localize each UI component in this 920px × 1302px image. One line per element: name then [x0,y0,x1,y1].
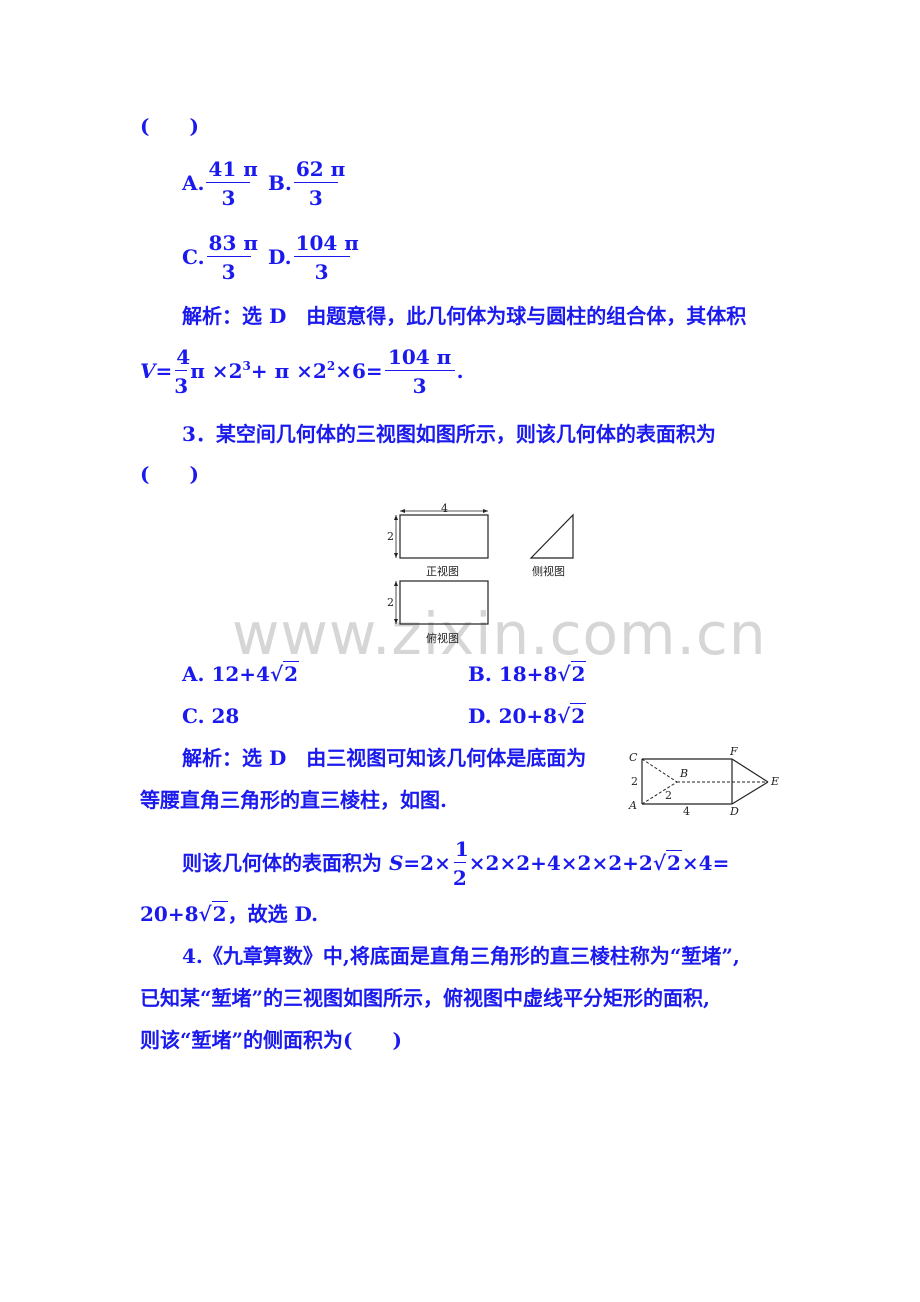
q2-option-d[interactable]: D.104 π 3 [268,230,359,287]
text: =2× [403,851,451,875]
q2-solution-line1: 解析：选 D 由题意得，此几何体为球与圆柱的组合体，其体积 [182,304,747,328]
sqrt-symbol: √2 [557,661,587,686]
text: ×4= [681,851,730,875]
vertex-a-label: A [629,799,637,812]
q2-option-c[interactable]: C.83 π 3 [182,230,258,287]
option-numerator: 41 π [206,157,258,183]
three-view-figure: 4 2 2 正视图 侧视图 俯视图 [384,500,584,650]
option-denominator: 3 [221,260,236,284]
option-value: 12+4 [211,662,270,686]
watermark: www.zixin.com.cn [232,600,767,668]
option-numerator: 62 π [293,157,346,183]
exponent: 3 [242,359,251,373]
frac-num: 1 [453,837,469,863]
dim-height-front-label: 2 [387,530,394,543]
vertex-b-label: B [680,767,689,780]
q3-answer-paren: ( ) [140,462,199,486]
formula-part: π ×2 [190,359,243,383]
radicand: 2 [570,661,587,686]
option-letter: B. [468,662,492,686]
q2-option-b[interactable]: B.62 π 3 [268,156,346,213]
q3-option-d[interactable]: D. 20+8√2 [468,703,587,728]
top-view-label: 俯视图 [426,632,459,645]
sqrt-symbol: √2 [198,901,228,926]
q3-option-c[interactable]: C. 28 [182,704,239,728]
formula-end: . [456,359,464,383]
frac-den: 3 [174,374,189,398]
prism-figure: C A B F D E 2 2 4 [625,745,790,820]
frac-den: 3 [412,374,427,398]
option-letter: C. [182,704,205,728]
text: 20+8 [140,902,199,926]
q2-option-a[interactable]: A.41 π 3 [182,156,258,213]
option-value: 20+8 [498,704,558,728]
vertex-c-label: C [629,751,638,764]
q3-solution-line4: 20+8√2，故选 D. [140,901,319,926]
frac-den: 2 [452,866,467,890]
option-value: 28 [211,704,240,728]
q3-solution-line2: 等腰直角三角形的直三棱柱，如图. [140,788,447,812]
q4-line1: 4.《九章算数》中,将底面是直角三角形的直三棱柱称为“堑堵”, [182,944,740,968]
option-denominator: 3 [221,186,236,210]
q4-line2: 已知某“堑堵”的三视图如图所示，俯视图中虚线平分矩形的面积, [140,986,710,1010]
option-letter: D. [468,704,492,728]
sqrt-symbol: √2 [557,703,587,728]
radicand: 2 [665,850,682,875]
text: 则该几何体的表面积为 [182,851,389,875]
formula-part: + π ×2 [250,359,327,383]
option-letter: B. [268,171,292,195]
exponent: 2 [326,359,336,373]
side-view-label: 侧视图 [532,565,565,578]
var-s: S [388,851,404,875]
q2-answer-paren: ( ) [140,114,199,138]
vertex-d-label: D [730,805,739,818]
sqrt-symbol: √2 [652,850,682,875]
dim-height-top-label: 2 [387,596,394,609]
radicand: 2 [211,901,228,926]
option-letter: A. [182,171,205,195]
formula-lhs: V= [140,359,173,383]
option-denominator: 3 [314,260,329,284]
radicand: 2 [283,661,300,686]
text: ，故选 D. [227,902,319,926]
option-letter: A. [182,662,205,686]
option-numerator: 83 π [206,231,258,257]
radicand: 2 [570,703,587,728]
q3-option-b[interactable]: B. 18+8√2 [468,661,587,686]
q3-stem: 3．某空间几何体的三视图如图所示，则该几何体的表面积为 [182,422,716,446]
option-letter: C. [182,245,205,269]
vertex-f-label: F [730,745,738,758]
option-denominator: 3 [308,186,323,210]
dim-height-label: 2 [631,775,638,788]
q3-option-a[interactable]: A. 12+4√2 [182,661,300,686]
frac-num: 104 π [384,344,455,371]
prism-drawing [641,758,769,805]
option-letter: D. [268,245,292,269]
option-numerator: 104 π [293,231,359,257]
vertex-e-label: E [771,775,780,788]
front-view-label: 正视图 [426,565,459,578]
text: ×2×2+4×2×2+2 [468,851,653,875]
option-value: 18+8 [498,662,558,686]
q4-line3: 则该“堑堵”的侧面积为( ) [140,1028,402,1052]
dim-length-label: 4 [683,805,690,818]
dim-width-label: 4 [441,502,448,515]
frac-num: 4 [175,345,191,371]
sqrt-symbol: √2 [269,661,300,686]
q3-solution-line1: 解析：选 D 由三视图可知该几何体是底面为 [182,746,587,770]
dim-ab-label: 2 [665,789,672,802]
formula-part: ×6= [335,359,383,383]
three-view-drawing [394,509,574,625]
